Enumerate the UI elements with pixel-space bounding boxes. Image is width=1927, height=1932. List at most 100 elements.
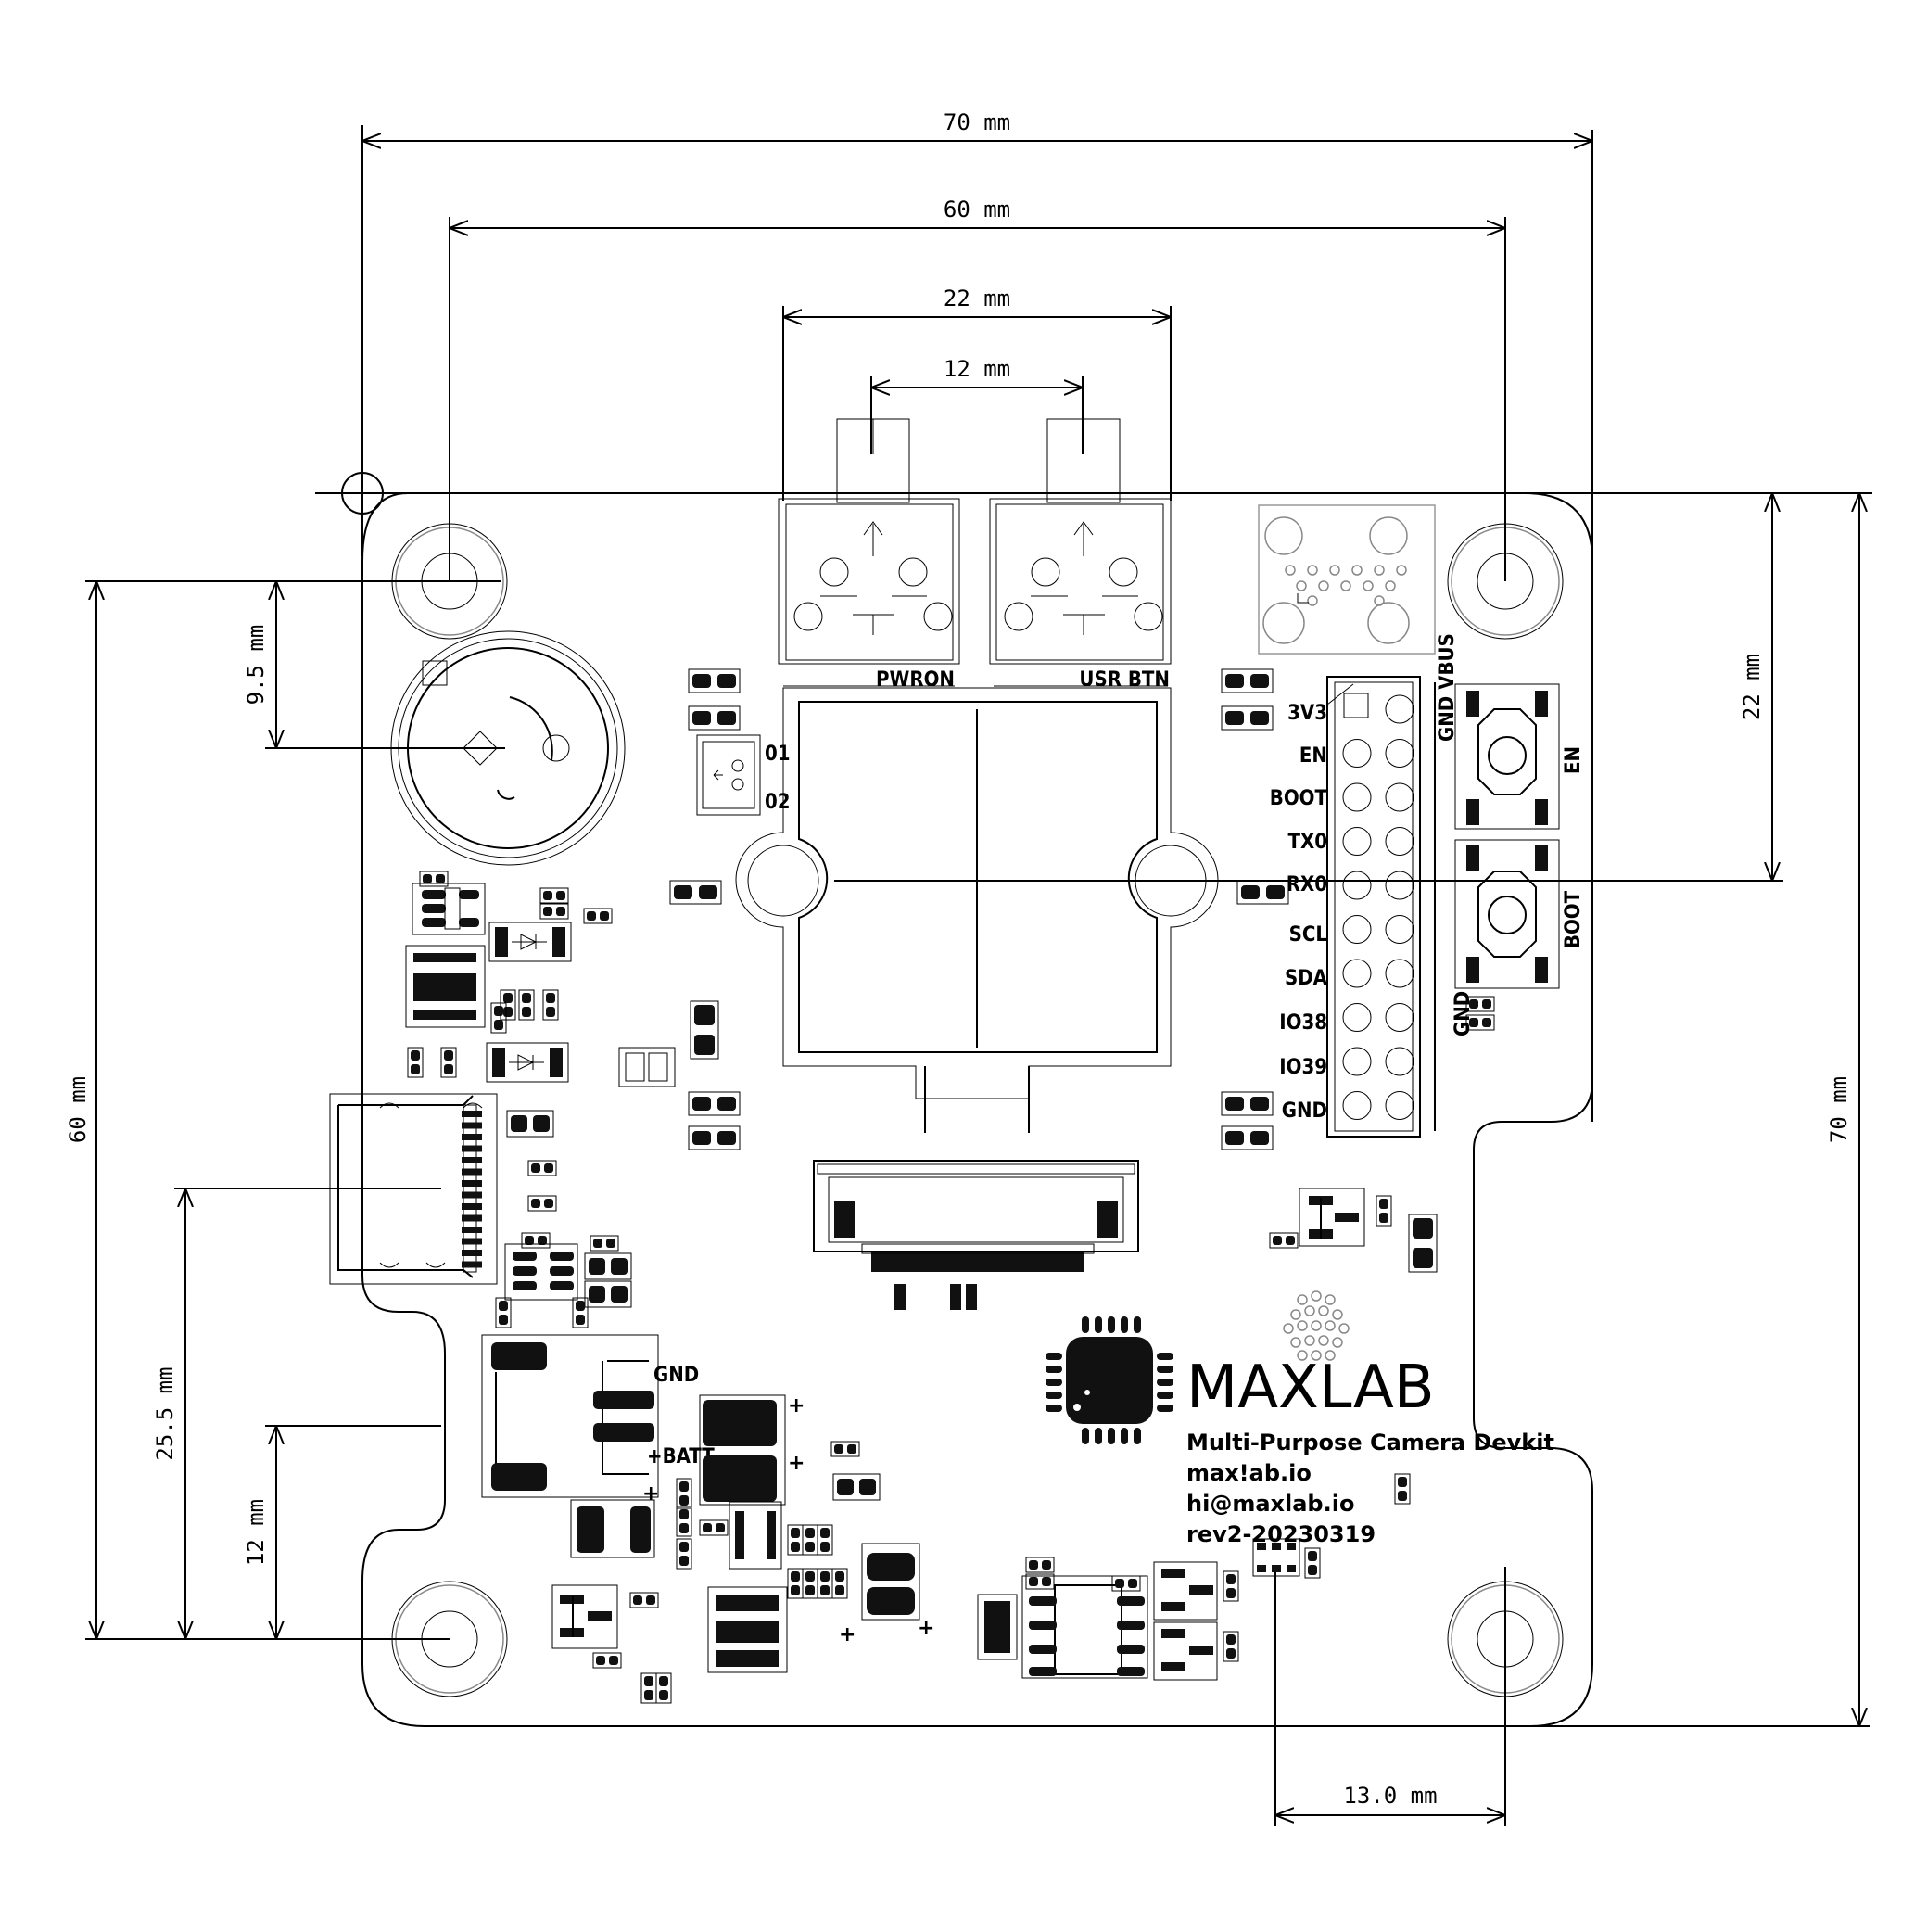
mic-hole [1325, 1350, 1336, 1361]
fpc-connector [813, 1160, 1139, 1272]
smd-component [1408, 1214, 1438, 1273]
maxlab-chip-logo [1046, 1316, 1173, 1444]
revision: rev2-20230319 [1186, 1521, 1376, 1547]
mic-hole [1297, 1294, 1308, 1305]
smd-component [1223, 1570, 1239, 1602]
smd-pad [546, 1007, 555, 1017]
smd-component [1236, 880, 1289, 905]
qfn-pin [1108, 1316, 1115, 1333]
smd-outline [688, 1091, 741, 1116]
smd-pad [1241, 885, 1260, 899]
smd-outline [490, 1002, 507, 1034]
pin-label: IO39 [1279, 1056, 1327, 1079]
battery-connector: GND +BATT [481, 1334, 715, 1498]
smd-pad [596, 1656, 605, 1665]
usb-pin [462, 1168, 482, 1176]
qfn-pin [1157, 1405, 1173, 1412]
smd-component [817, 1568, 833, 1599]
smd-pad [546, 993, 555, 1003]
smd-pad [834, 1444, 843, 1454]
pin-label: GND [1282, 1099, 1327, 1123]
usbc-pad [1285, 565, 1296, 576]
smd-pad [589, 1286, 605, 1303]
smd-outline [817, 1524, 833, 1556]
qfn-pin [1082, 1316, 1089, 1333]
smd-outline [583, 908, 613, 924]
smd-pad [556, 891, 565, 900]
usbc-pad [1374, 565, 1385, 576]
mic-hole [1332, 1309, 1343, 1320]
header-labels: 3V3 EN BOOT TX0 RX0 SCL SDA IO38 IO39 GN… [1270, 702, 1328, 1123]
smd-pad [820, 1585, 830, 1595]
header-pin [1342, 915, 1372, 944]
smd-component [490, 1002, 507, 1034]
smd-outline [1394, 1473, 1411, 1505]
smd-pad [703, 1523, 712, 1532]
usb-pin [462, 1145, 482, 1152]
smd-component [676, 1538, 692, 1570]
smd-component [592, 1652, 622, 1669]
smd-component [518, 989, 535, 1021]
smd-component [1025, 1573, 1055, 1590]
smd-outline [629, 1592, 659, 1608]
smd-pad [600, 911, 609, 921]
soic-ic [977, 1575, 1148, 1679]
smd-component [1394, 1473, 1411, 1505]
smd-component [590, 1235, 619, 1252]
header-pin [1385, 959, 1414, 988]
smd-outline [676, 1478, 692, 1509]
smd-pad [820, 1528, 830, 1538]
smd-outline [572, 1297, 589, 1328]
dim-board-height-left: 60 mm [65, 580, 450, 1640]
smd-pad [1308, 1565, 1317, 1575]
qfn-pin [1157, 1366, 1173, 1373]
dim-label: 9.5 mm [243, 625, 269, 705]
smd-pad [717, 711, 736, 725]
dim-label: 60 mm [65, 1076, 91, 1143]
usbc-pad [1396, 565, 1407, 576]
smd-pad [805, 1585, 815, 1595]
header-pins [1342, 694, 1414, 1120]
smd-outline [539, 903, 569, 920]
sot23-1 [1299, 1188, 1365, 1247]
smd-outline [676, 1506, 692, 1537]
mic-hole [1311, 1350, 1322, 1361]
usb-pin [462, 1134, 482, 1140]
smd-pad [1469, 1018, 1478, 1027]
usbc-pad [1296, 580, 1307, 591]
pin-label: BOOT [1270, 787, 1328, 810]
smd-pad [717, 674, 736, 688]
smd-component [629, 1592, 659, 1608]
dim-label: 22 mm [944, 286, 1010, 311]
pin-label: RX0 [1287, 873, 1327, 896]
smd-outline [1025, 1573, 1055, 1590]
smd-pad [611, 1286, 628, 1303]
dim-hole-spacing: 60 mm [449, 197, 1506, 581]
diode-1 [488, 922, 572, 962]
smd-pad [1286, 1236, 1295, 1245]
smd-pad [503, 993, 513, 1003]
smd-pad [1308, 1551, 1317, 1561]
pwron-button: PWRON [778, 418, 960, 692]
header-pin [1385, 782, 1414, 812]
sot23-2 [551, 1584, 618, 1649]
smd-pad [589, 1258, 605, 1275]
usb-pin [462, 1238, 482, 1245]
gnd-side-label: GND [1452, 991, 1475, 1036]
smd-outline [1221, 1091, 1274, 1116]
qfn-pin [1157, 1379, 1173, 1386]
smd-component [1223, 1631, 1239, 1662]
smd-pad [1379, 1213, 1388, 1223]
smd-pad [659, 1676, 668, 1686]
smd-pad [411, 1050, 420, 1061]
smd-component [787, 1568, 804, 1599]
smd-outline [688, 668, 741, 693]
dim-label: 60 mm [944, 197, 1010, 222]
dim-label: 12 mm [944, 356, 1010, 382]
smd-pad [593, 1239, 602, 1248]
smd-outline [495, 1297, 512, 1328]
smd-component [640, 1672, 657, 1704]
dc-jack [390, 630, 626, 866]
